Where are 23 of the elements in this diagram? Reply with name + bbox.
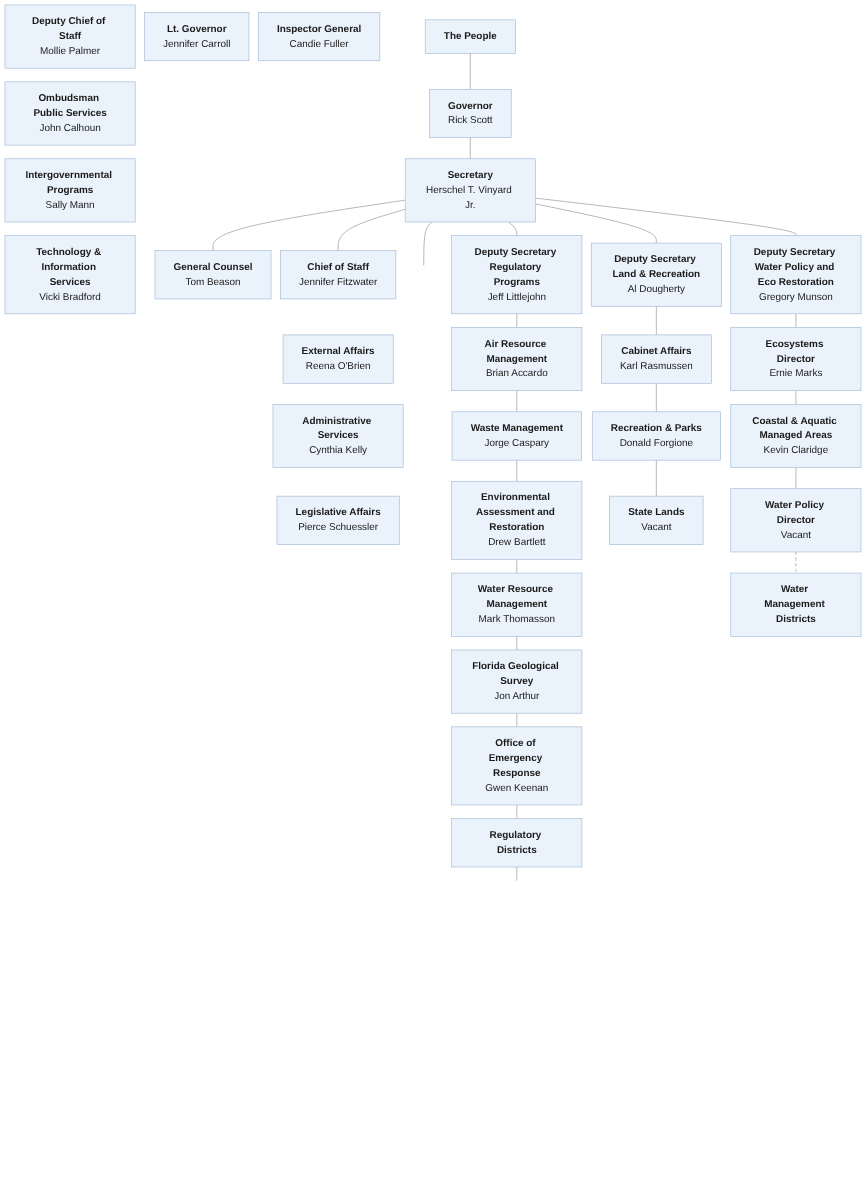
connector-line: [337, 209, 406, 251]
connector-line: [423, 221, 433, 266]
connector-line: [795, 467, 797, 489]
connector-line: [535, 203, 657, 244]
connector-line: [656, 306, 657, 336]
connector-line: [508, 221, 518, 236]
connector-line: [470, 53, 471, 90]
connector-line: [516, 804, 518, 819]
connector-line: [795, 313, 797, 328]
connector-line: [656, 382, 657, 413]
connector-line: [516, 712, 518, 728]
connector-line: [516, 559, 518, 574]
connector-line: [516, 313, 518, 328]
connector-line: [656, 459, 657, 497]
connector-line: [535, 197, 797, 236]
connector-line: [516, 390, 518, 413]
connector-line: [470, 137, 471, 160]
connector-line: [212, 199, 406, 251]
dashed-connector: [795, 551, 797, 574]
connector-line: [795, 390, 797, 405]
connector-line: [516, 636, 518, 651]
connector-line: [516, 866, 518, 881]
connector-line: [516, 459, 518, 482]
